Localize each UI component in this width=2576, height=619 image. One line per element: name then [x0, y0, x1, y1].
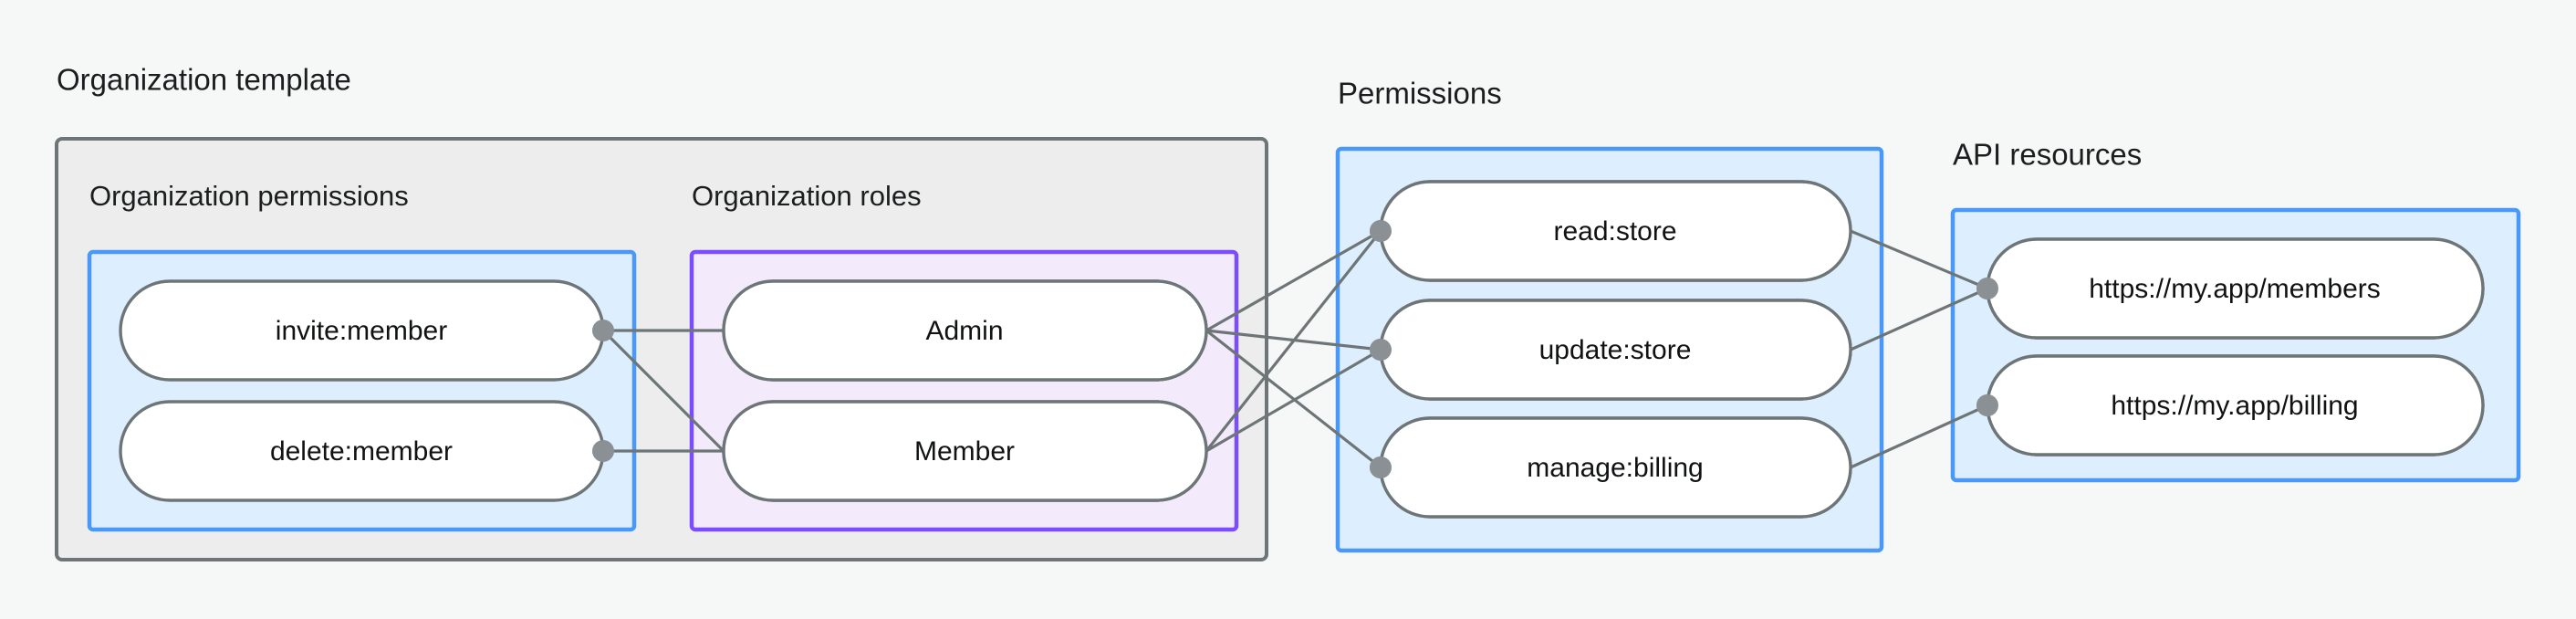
edge-admin-to-read-store: [1205, 229, 1382, 332]
edge-invite-member-to-member: [601, 329, 725, 453]
node-read-store-label-overlay: read:store: [1553, 216, 1676, 247]
node-delete-member[interactable]: delete:member: [119, 400, 605, 502]
subgroup-organization-permissions: Organization permissions invite:member d…: [87, 180, 637, 532]
node-admin-label-overlay: Admin: [925, 316, 1003, 346]
node-billing-resource-overlay[interactable]: https://my.app/billing: [1986, 354, 2485, 456]
edge-read-store-to-members-resource: [1850, 229, 1988, 290]
node-admin-pill-overlay[interactable]: [722, 279, 1208, 382]
node-member-pill-overlay[interactable]: [722, 400, 1208, 502]
node-delete-member-label: delete:member: [270, 436, 453, 467]
node-invite-member-label: invite:member: [276, 316, 447, 346]
edge-update-store-to-members-resource: [1850, 287, 1988, 351]
connector-dot-invite-member: [592, 320, 614, 341]
node-update-store-overlay[interactable]: update:store: [1379, 299, 1852, 401]
node-overlay-layer: Admin Member read:store update:store man…: [722, 180, 2485, 519]
node-member-label-overlay: Member: [914, 436, 1015, 467]
node-admin-overlay[interactable]: Admin: [722, 279, 1208, 382]
node-manage-billing-overlay[interactable]: manage:billing: [1379, 416, 1852, 519]
connector-dots-top-layer: [1370, 220, 1998, 478]
node-update-store-label-overlay: update:store: [1539, 335, 1692, 365]
connector-dot-members-resource-top: [1976, 278, 1998, 299]
connector-dot-update-store-top: [1370, 339, 1392, 361]
connector-dot-read-store-top: [1370, 220, 1392, 242]
permissions-title: Permissions: [1338, 77, 1502, 110]
organization-template-title: Organization template: [57, 63, 351, 97]
node-billing-resource-label-overlay: https://my.app/billing: [2111, 391, 2358, 421]
organization-roles-title: Organization roles: [692, 180, 922, 212]
api-resources-title: API resources: [1953, 138, 2142, 172]
node-read-store-overlay[interactable]: read:store: [1379, 180, 1852, 282]
connector-dot-manage-billing-top: [1370, 456, 1392, 478]
connector-dot-delete-member: [592, 440, 614, 462]
edge-manage-billing-to-billing-resource: [1850, 404, 1988, 469]
edge-member-to-update-store: [1205, 348, 1382, 453]
node-manage-billing-label-overlay: manage:billing: [1527, 453, 1703, 483]
node-members-resource-label-overlay: https://my.app/members: [2089, 274, 2381, 304]
node-invite-member[interactable]: invite:member: [119, 279, 605, 382]
connector-dot-billing-resource-top: [1976, 394, 1998, 416]
edge-member-to-read-store: [1205, 230, 1382, 452]
edges-layer: [601, 229, 1988, 469]
node-member-overlay[interactable]: Member: [722, 400, 1208, 502]
organization-permissions-title: Organization permissions: [89, 180, 409, 212]
node-members-resource-overlay[interactable]: https://my.app/members: [1986, 237, 2485, 340]
